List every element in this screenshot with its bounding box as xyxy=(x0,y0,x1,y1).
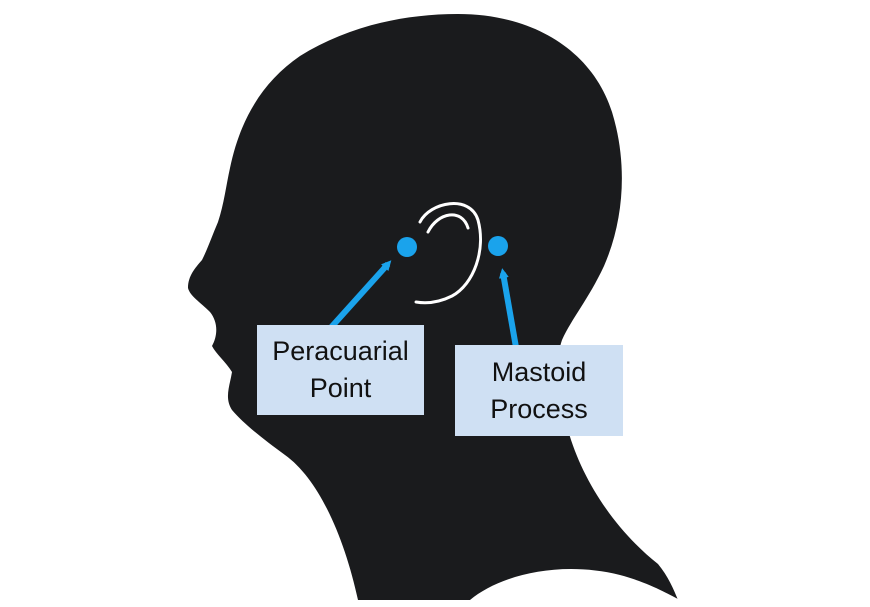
peracuarial-label-line1: Peracuarial xyxy=(272,336,409,366)
peracuarial-point-label: Peracuarial Point xyxy=(257,325,424,415)
ear-outline-icon xyxy=(414,202,482,305)
mastoid-label-line1: Mastoid xyxy=(491,356,587,387)
peracuarial-point-marker xyxy=(397,237,417,257)
head-silhouette xyxy=(188,14,678,600)
mastoid-process-marker xyxy=(488,236,508,256)
shoulder-cutout xyxy=(470,569,680,600)
mastoid-process-label: Mastoid Process xyxy=(455,345,623,436)
peracuarial-label-line2: Point xyxy=(309,373,372,403)
peracuarial-arrow xyxy=(323,260,392,336)
mastoid-arrow xyxy=(498,268,520,354)
mastoid-label-line2: Process xyxy=(490,393,588,424)
